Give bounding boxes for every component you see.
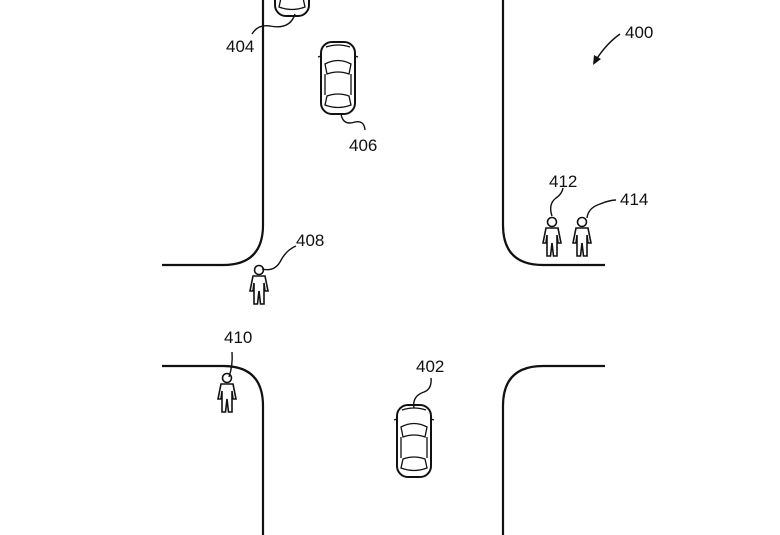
vehicle-402: 402 xyxy=(394,357,444,477)
leader-410 xyxy=(229,352,232,377)
figure-ref-arrowhead xyxy=(593,55,601,65)
pedestrian-412-label: 412 xyxy=(549,172,577,191)
leader-402 xyxy=(414,378,431,408)
curb-south-west xyxy=(162,366,263,535)
pedestrian-414-label: 414 xyxy=(620,190,648,209)
pedestrian-408-label: 408 xyxy=(296,231,324,250)
vehicle-404: 404 xyxy=(226,0,312,56)
street-curbs xyxy=(162,0,605,535)
pedestrian-410: 410 xyxy=(218,328,252,412)
vehicle-406: 406 xyxy=(318,42,377,155)
car-icon xyxy=(318,42,358,114)
leader-412 xyxy=(551,188,563,216)
car-icon xyxy=(394,405,434,477)
vehicle-406-label: 406 xyxy=(349,136,377,155)
leader-414 xyxy=(587,200,616,218)
vehicle-404-label: 404 xyxy=(226,37,254,56)
pedestrian-icon xyxy=(543,218,561,257)
car-icon xyxy=(272,0,312,16)
pedestrian-icon xyxy=(218,374,236,413)
leader-406 xyxy=(341,114,365,130)
pedestrian-410-label: 410 xyxy=(224,328,252,347)
pedestrian-icon xyxy=(573,218,591,257)
curb-south-east xyxy=(503,366,605,535)
pedestrian-414: 414 xyxy=(573,190,648,256)
pedestrian-icon xyxy=(250,266,268,305)
figure-ref-label: 400 xyxy=(625,23,653,42)
figure-ref-arrow xyxy=(596,34,620,60)
figure-reference: 400 xyxy=(593,23,653,65)
leader-408 xyxy=(262,246,296,270)
vehicle-402-label: 402 xyxy=(416,357,444,376)
